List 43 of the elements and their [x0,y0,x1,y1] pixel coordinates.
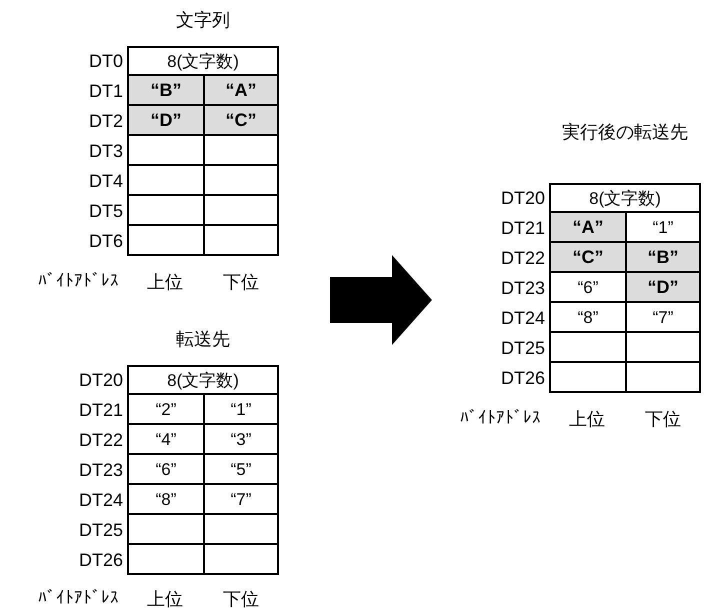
register-label: DT25 [500,338,545,359]
register-label: DT1 [88,81,123,102]
table-title: 転送先 [175,328,231,351]
column-label: 上位 [146,271,184,294]
table-title: 文字列 [175,9,231,32]
register-label: DT23 [78,460,123,481]
table-cell: “C” [549,241,627,273]
register-label: DT21 [78,400,123,421]
register-label: DT4 [88,171,123,192]
register-label: DT25 [78,520,123,541]
table-title: 実行後の転送先 [561,121,689,144]
byte-address-label: ﾊﾞｲﾄｱﾄﾞﾚｽ [38,271,119,291]
register-label: DT22 [500,248,545,269]
register-label: DT0 [88,51,123,72]
byte-address-label: ﾊﾞｲﾄｱﾄﾞﾚｽ [38,588,119,608]
column-label: 上位 [146,588,184,611]
table-cell: “C” [203,104,279,136]
register-label: DT20 [500,188,545,209]
register-label: DT3 [88,141,123,162]
table-cell: “B” [127,74,205,106]
byte-address-label: ﾊﾞｲﾄｱﾄﾞﾚｽ [460,408,541,428]
register-label: DT26 [500,368,545,389]
register-label: DT2 [88,111,123,132]
register-label: DT24 [500,308,545,329]
table-cell: 8(文字数) [127,365,279,395]
column-label: 下位 [222,271,260,294]
column-label: 上位 [568,408,606,431]
register-label: DT23 [500,278,545,299]
register-label: DT6 [88,231,123,252]
register-label: DT20 [78,370,123,391]
table-cell: “A” [203,74,279,106]
table-cell: “D” [127,104,205,136]
register-label: DT24 [78,490,123,511]
register-label: DT5 [88,201,123,222]
column-label: 下位 [644,408,682,431]
register-label: DT21 [500,218,545,239]
block-arrow [330,255,432,345]
register-label: DT22 [78,430,123,451]
column-label: 下位 [222,588,260,611]
table-cell: “D” [625,271,701,303]
table-cell: “B” [625,241,701,273]
register-label: DT26 [78,550,123,571]
table-cell: “A” [549,211,627,243]
